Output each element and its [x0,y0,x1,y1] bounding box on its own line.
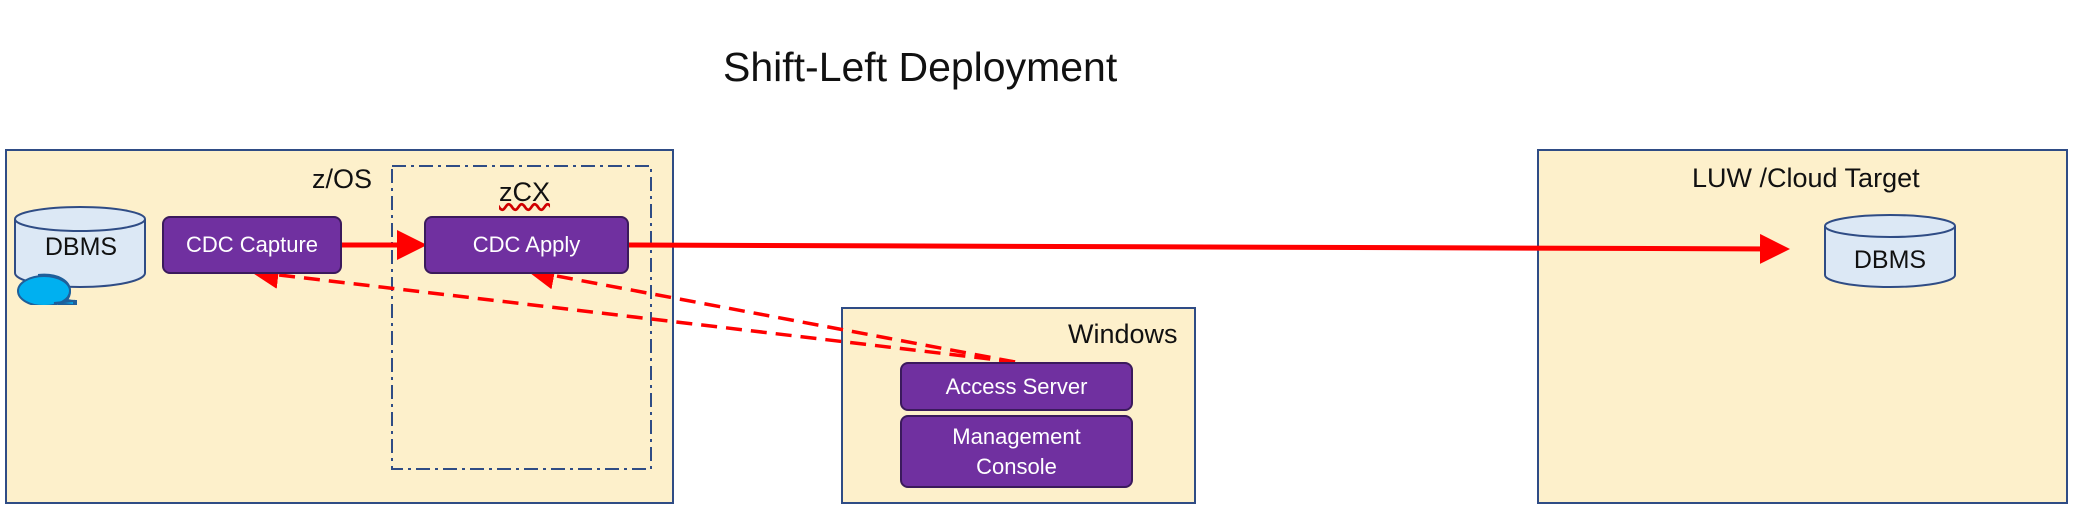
access-server-box: Access Server [900,362,1133,411]
management-console-box: Management Console [900,415,1133,488]
zcx-container: zCX [391,165,652,470]
cdc-capture-box: CDC Capture [162,216,342,274]
luw-cloud-zone: LUW /Cloud Target [1537,149,2068,504]
target-db-label: DBMS [1854,246,1926,274]
cdc-capture-label: CDC Capture [185,232,319,257]
cdc-apply-box: CDC Apply [424,216,629,274]
management-console-line1: Management [952,423,1081,449]
windows-label: Windows [1068,319,1178,349]
zcx-border [391,165,652,470]
luw-cloud-label: LUW /Cloud Target [1692,163,1920,193]
target-database: DBMS [1824,214,1956,288]
zos-label: z/OS [312,164,373,194]
diagram-title: Shift-Left Deployment [723,44,1118,90]
source-db-label: DBMS [45,233,117,261]
access-server-label: Access Server [945,373,1088,399]
zcx-label: zCX [499,177,551,207]
management-console-line2: Console [976,453,1057,479]
speech-bubble-icon [17,273,77,305]
source-database: DBMS [14,206,146,305]
cdc-apply-label: CDC Apply [472,232,581,257]
